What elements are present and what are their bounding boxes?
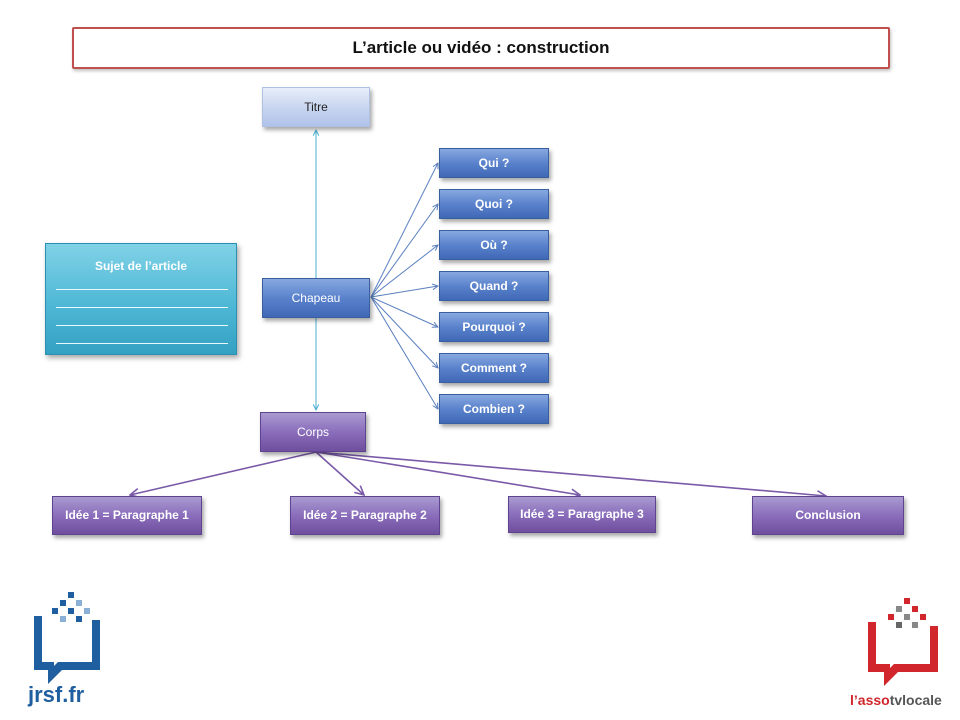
arrow-corps-idee3 [315, 451, 580, 495]
node-titre: Titre [262, 87, 370, 127]
assotvlocale-logo-text: l’assotvlocale [850, 692, 942, 708]
arrow-corps-idee2 [315, 451, 364, 495]
jrsf-logo-icon [34, 592, 100, 684]
arrow-chapeau-comment [370, 296, 438, 368]
arrow-chapeau-combien [370, 296, 438, 409]
jrsf-logo-text: jrsf.fr [28, 682, 85, 707]
node-question-quoi: Quoi ? [439, 189, 549, 219]
node-question-quand: Quand ? [439, 271, 549, 301]
blank-line [56, 343, 228, 344]
assotvlocale-logo-suffix: tvlocale [889, 692, 942, 708]
node-question-pourquoi: Pourquoi ? [439, 312, 549, 342]
node-sujet: Sujet de l’article [45, 243, 237, 355]
node-conclusion: Conclusion [752, 496, 904, 535]
node-chapeau: Chapeau [262, 278, 370, 318]
assotvlocale-logo-icon [868, 598, 938, 686]
arrow-chapeau-quand [370, 286, 438, 298]
node-sujet-label: Sujet de l’article [94, 259, 188, 273]
node-idee-2: Idée 2 = Paragraphe 2 [290, 496, 440, 535]
arrow-corps-idee1 [130, 451, 317, 495]
node-question-ou: Où ? [439, 230, 549, 260]
node-corps: Corps [260, 412, 366, 452]
node-question-comment: Comment ? [439, 353, 549, 383]
node-idee-3: Idée 3 = Paragraphe 3 [508, 496, 656, 533]
arrow-chapeau-quoi [370, 204, 438, 298]
node-idee-1: Idée 1 = Paragraphe 1 [52, 496, 202, 535]
arrow-corps-conclusion [315, 451, 826, 496]
assotvlocale-logo-prefix: l’asso [850, 692, 890, 708]
blank-line [56, 289, 228, 290]
arrow-chapeau-ou [370, 245, 438, 298]
page-title: L’article ou vidéo : construction [72, 27, 890, 69]
arrow-chapeau-pourquoi [370, 296, 438, 327]
arrow-chapeau-qui [370, 163, 438, 298]
blank-line [56, 325, 228, 326]
node-question-qui: Qui ? [439, 148, 549, 178]
node-question-combien: Combien ? [439, 394, 549, 424]
blank-line [56, 307, 228, 308]
